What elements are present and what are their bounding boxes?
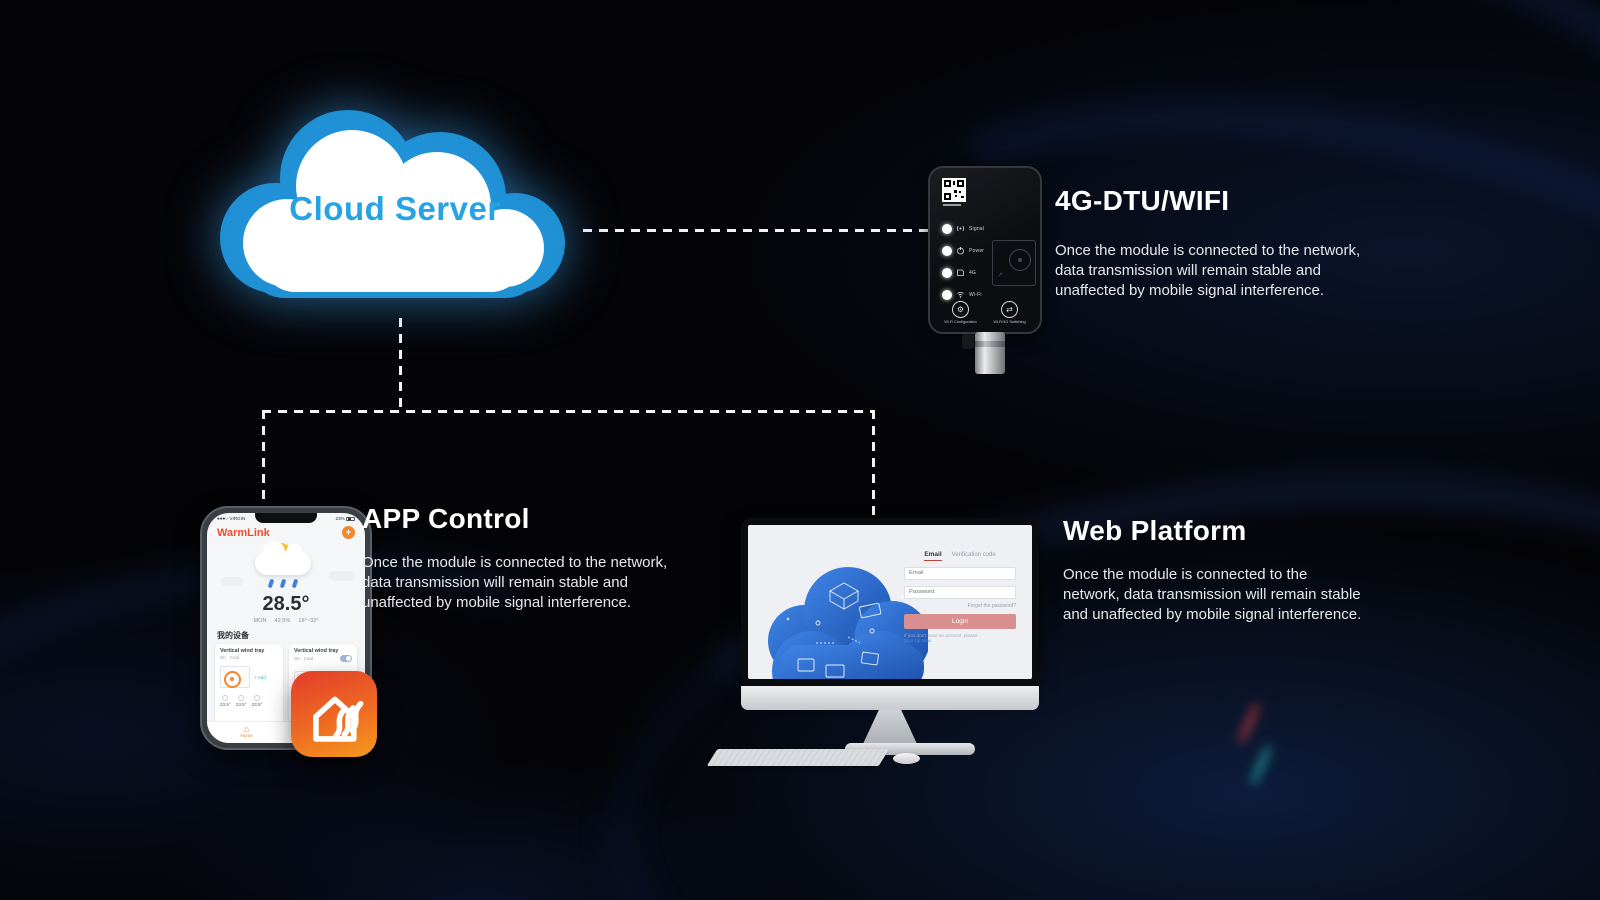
monitor-chin (741, 686, 1039, 710)
connector-to-phone (262, 410, 265, 516)
signup-link[interactable]: Sign Up Now (904, 637, 931, 643)
connector-cloud-down (399, 318, 402, 411)
led-row: Signal (942, 221, 1040, 236)
4g-icon (957, 269, 964, 276)
raindrop-icon (267, 578, 275, 589)
qr-caption (943, 204, 961, 206)
battery-status: 23% (336, 516, 355, 522)
temperature-readout: 28.5° (262, 593, 310, 616)
web-section-description: Once the module is connected to the netw… (1063, 566, 1362, 624)
arrow-icon: ↗ (997, 272, 1003, 279)
device-submode: Cool (303, 655, 313, 661)
qr-code-icon (942, 178, 966, 202)
humidity-label: 42.5% (274, 618, 291, 625)
password-field[interactable] (904, 585, 1016, 599)
battery-icon (346, 516, 355, 522)
keyboard (706, 749, 890, 766)
device-submode: Cool (229, 655, 239, 661)
dtu-faceplate-outline: ↗ (992, 240, 1036, 286)
dtu-antenna-connector (975, 332, 1005, 374)
monitor-screen: Email Verification code Forget the passw… (748, 525, 1032, 679)
signal-icon (956, 225, 965, 232)
tab-home[interactable]: ⌂ Home (207, 722, 286, 743)
device-action-link[interactable]: + Add (254, 674, 266, 680)
readout-icon (253, 695, 260, 702)
login-button[interactable]: Login (904, 613, 1016, 629)
led-label: Signal (969, 225, 985, 232)
raindrop-icon (279, 578, 287, 589)
button-label: Wi-Fi/4G Switching (993, 320, 1026, 324)
forgot-password-link[interactable]: Forget the password? (967, 602, 1016, 609)
mini-cloud-icon (221, 577, 243, 587)
device-name: Vertical wind tray (294, 648, 339, 655)
home-icon: ⌂ (243, 724, 250, 734)
web-section-title: Web Platform (1063, 515, 1247, 546)
led-wifi (942, 289, 952, 300)
tab-verification-code[interactable]: Verification code (951, 552, 996, 558)
warmlink-logo: WarmLink (217, 526, 270, 539)
app-section-title: APP Control (362, 503, 530, 534)
led-label: Wi-Fi (969, 291, 982, 298)
gear-icon: ⚙ (952, 301, 969, 318)
app-section-description: Once the module is connected to the netw… (362, 554, 668, 612)
led-4g (942, 267, 952, 278)
readout-value: 23.5° (235, 702, 247, 708)
power-toggle[interactable] (340, 655, 352, 662)
login-panel: Email Verification code Forget the passw… (904, 551, 1016, 643)
dtu-device: Signal Power 4G Wi-Fi ↗ ⚙ Wi-Fi Configur… (928, 166, 1042, 334)
email-field[interactable] (904, 566, 1016, 580)
mini-cloud-icon (329, 571, 355, 582)
signup-hint: If you don't have an account, please (904, 632, 978, 638)
connector-to-monitor (872, 410, 875, 522)
web-cloud-illustration (768, 567, 928, 679)
day-label: MON (253, 618, 267, 625)
dtu-connector-nub (962, 334, 974, 349)
readout-value: 23.5° (251, 702, 263, 708)
wifi-configuration-button[interactable]: ⚙ Wi-Fi Configuration (938, 301, 984, 324)
power-icon (957, 247, 964, 255)
led-label: 4G (969, 269, 977, 276)
dtu-section-description: Once the module is connected to the netw… (1055, 242, 1361, 300)
house-flame-icon (313, 696, 364, 742)
led-power (942, 245, 952, 256)
readout-value: 23.5° (220, 702, 231, 708)
device-name: Vertical wind tray (220, 648, 265, 655)
led-label: Power (969, 247, 985, 254)
fan-icon (1009, 249, 1031, 271)
outdoor-unit-image (220, 666, 250, 689)
tab-label: Home (240, 733, 253, 738)
device-mode: On (220, 655, 226, 661)
weather-stats: MON 42.5% 18°~32° (207, 618, 365, 624)
cloud-server-graphic: Cloud Server (220, 110, 565, 298)
readout-icon (222, 695, 229, 702)
range-label: 18°~32° (298, 618, 319, 625)
device-card[interactable]: Vertical wind tray On Cool + Add 23.5° 2… (215, 644, 283, 733)
device-mode: On (294, 655, 300, 661)
phone-notch (255, 513, 317, 523)
warmlink-app-icon[interactable] (291, 671, 377, 757)
connector-cloud-to-dtu (583, 229, 930, 232)
carrier-label: ●●●○ VIRGIN (217, 516, 246, 522)
led-row: 4G (942, 265, 1040, 280)
add-device-button[interactable]: + (342, 526, 355, 540)
cloud-server-label: Cloud Server (289, 190, 500, 227)
led-row: Power (942, 243, 1040, 258)
my-devices-heading: 我的设备 (217, 631, 249, 641)
tab-email[interactable]: Email (924, 551, 942, 561)
cloud-icon (255, 541, 311, 576)
led-row: Wi-Fi (942, 287, 1040, 302)
wifi-4g-switching-button[interactable]: ⇄ Wi-Fi/4G Switching (987, 301, 1033, 324)
connector-horizontal (262, 410, 874, 413)
raindrop-icon (291, 578, 299, 589)
led-signal (942, 223, 952, 234)
swap-arrows-icon: ⇄ (1001, 301, 1018, 318)
readout-icon (238, 695, 245, 702)
dtu-section-title: 4G-DTU/WIFI (1055, 185, 1230, 216)
desktop-monitor: Email Verification code Forget the passw… (741, 518, 1039, 686)
button-label: Wi-Fi Configuration (944, 320, 977, 324)
weather-illustration (207, 541, 365, 593)
mouse (893, 753, 920, 764)
wifi-icon (957, 291, 964, 298)
